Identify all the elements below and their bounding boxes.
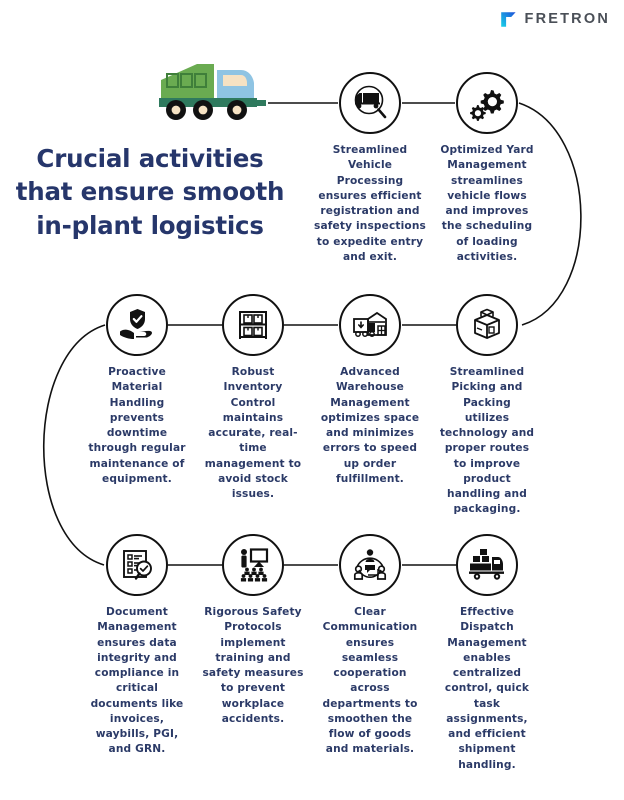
node-description: Clear Communication ensures seamless coo… xyxy=(322,606,418,756)
node-rigorous-safety-protocols[interactable]: Rigorous Safety Protocols implement trai… xyxy=(195,534,311,727)
brand-name: FRETRON xyxy=(524,11,610,28)
node-description: Optimized Yard Management streamlines ve… xyxy=(440,144,534,263)
node-streamlined-vehicle-processing[interactable]: Streamlined Vehicle Processing ensures e… xyxy=(312,72,428,265)
brand-logo: FRETRON xyxy=(500,11,610,28)
node-icon-circle xyxy=(106,534,168,596)
node-description: Proactive Material Handling prevents dow… xyxy=(88,366,186,485)
node-clear-communication[interactable]: Clear Communication ensures seamless coo… xyxy=(312,534,428,758)
node-effective-dispatch-management[interactable]: Effective Dispatch Management enables ce… xyxy=(429,534,545,773)
open-box-icon xyxy=(474,308,500,339)
node-description: Streamlined Vehicle Processing ensures e… xyxy=(314,144,426,263)
hand-shield-check-icon xyxy=(120,309,152,339)
safety-training-icon xyxy=(240,548,269,582)
node-icon-circle xyxy=(339,72,401,134)
gears-icon xyxy=(470,90,504,121)
node-icon-circle xyxy=(222,294,284,356)
node-icon-circle xyxy=(222,534,284,596)
node-description: Rigorous Safety Protocols implement trai… xyxy=(202,606,304,725)
node-robust-inventory-control[interactable]: Robust Inventory Control maintains accur… xyxy=(195,294,311,502)
node-icon-circle xyxy=(106,294,168,356)
node-document-management[interactable]: Document Management ensures data integri… xyxy=(79,534,195,758)
node-streamlined-picking-and-packing[interactable]: Streamlined Picking and Packing utilizes… xyxy=(429,294,545,518)
fretron-flag-icon xyxy=(500,12,516,27)
warehouse-truck-icon xyxy=(353,311,387,337)
node-description: Streamlined Picking and Packing utilizes… xyxy=(439,366,535,516)
document-checklist-verified-icon xyxy=(123,550,152,580)
dispatch-truck-boxes-icon xyxy=(469,549,504,580)
team-communication-icon xyxy=(353,549,387,580)
page-title: Crucial activities that ensure smooth in… xyxy=(15,144,285,240)
node-icon-circle xyxy=(456,72,518,134)
node-icon-circle xyxy=(456,294,518,356)
node-optimized-yard-management[interactable]: Optimized Yard Management streamlines ve… xyxy=(429,72,545,265)
node-icon-circle xyxy=(456,534,518,596)
node-description: Document Management ensures data integri… xyxy=(90,606,184,756)
truck-inspection-icon xyxy=(354,85,387,119)
node-description: Advanced Warehouse Management optimizes … xyxy=(320,366,420,485)
dump-truck-illustration xyxy=(159,64,266,120)
node-description: Robust Inventory Control maintains accur… xyxy=(204,366,302,500)
node-icon-circle xyxy=(339,294,401,356)
node-proactive-material-handling[interactable]: Proactive Material Handling prevents dow… xyxy=(79,294,195,487)
node-advanced-warehouse-management[interactable]: Advanced Warehouse Management optimizes … xyxy=(312,294,428,487)
node-icon-circle xyxy=(339,534,401,596)
node-description: Effective Dispatch Management enables ce… xyxy=(444,606,530,771)
warehouse-rack-icon xyxy=(239,311,267,339)
